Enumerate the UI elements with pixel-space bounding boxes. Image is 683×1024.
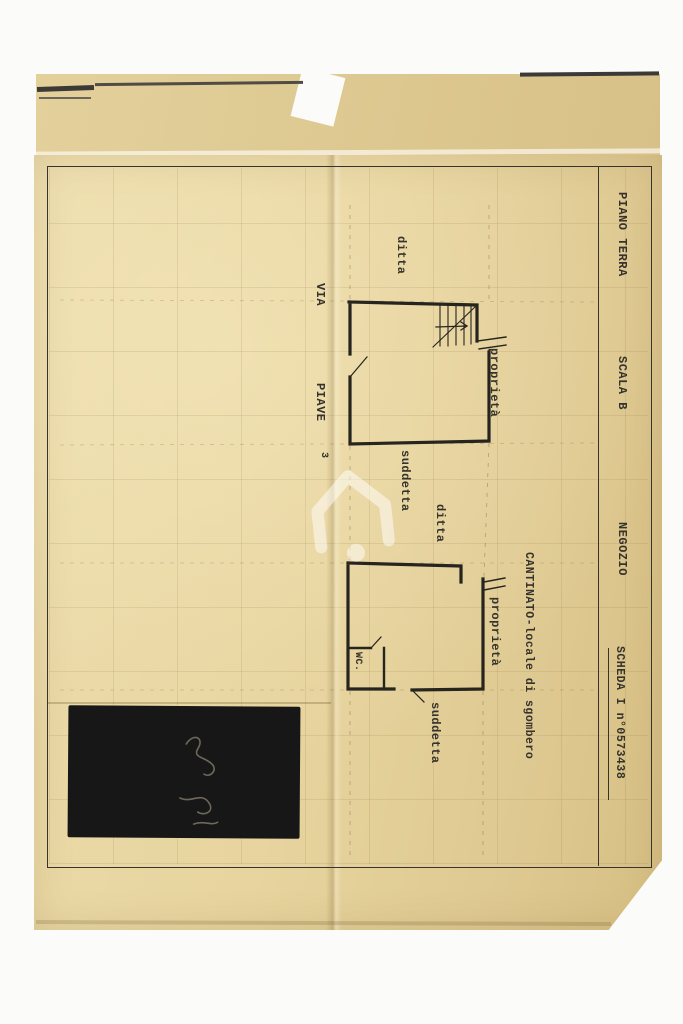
sheet-edge-shadow-left-2 — [39, 97, 91, 99]
lower-plan-walls — [346, 561, 485, 692]
horizontal-crease — [47, 702, 331, 704]
label-via: VIA — [313, 283, 327, 307]
label-piave: PIAVE — [313, 383, 327, 422]
stairs-icon — [432, 304, 477, 348]
vertical-fold-crease — [326, 155, 342, 930]
title-column-divider — [598, 166, 599, 866]
lower-plan-threshold — [483, 577, 506, 591]
label-cantinato: CANTINATO-locale di sgombero — [522, 552, 535, 760]
upper-floor-plan — [347, 300, 507, 446]
label-ditta-upper: ditta — [394, 236, 408, 275]
plan-border-frame — [47, 166, 652, 868]
scheda-underline — [608, 648, 609, 800]
upper-plan-walls — [347, 300, 491, 446]
upper-plan-door-leaf — [349, 356, 368, 378]
redaction-block — [67, 705, 301, 839]
label-piano-terra: PIANO TERRA — [615, 192, 629, 277]
upper-plan-threshold — [477, 336, 507, 350]
signature-scribble — [179, 736, 219, 825]
wc-room — [346, 636, 386, 690]
label-wc: WC. — [352, 652, 363, 672]
label-scala-b: SCALA B — [615, 356, 629, 410]
lower-plan-door-leaf — [411, 689, 425, 703]
label-suddetta-lower: suddetta — [428, 702, 442, 764]
label-scheda-number: SCHEDA I n°0573438 — [613, 646, 626, 780]
construction-guide-lines — [59, 205, 596, 858]
house-watermark-icon — [311, 470, 395, 562]
label-negozio: NEGOZIO — [615, 522, 629, 576]
folded-sheet-edge — [36, 74, 660, 158]
street-number: 3 — [318, 452, 329, 459]
label-proprieta-lower: proprietà — [488, 597, 502, 667]
label-suddetta-upper: suddetta — [398, 450, 412, 512]
lower-floor-plan — [346, 561, 506, 703]
label-ditta-lower: ditta — [433, 504, 447, 543]
